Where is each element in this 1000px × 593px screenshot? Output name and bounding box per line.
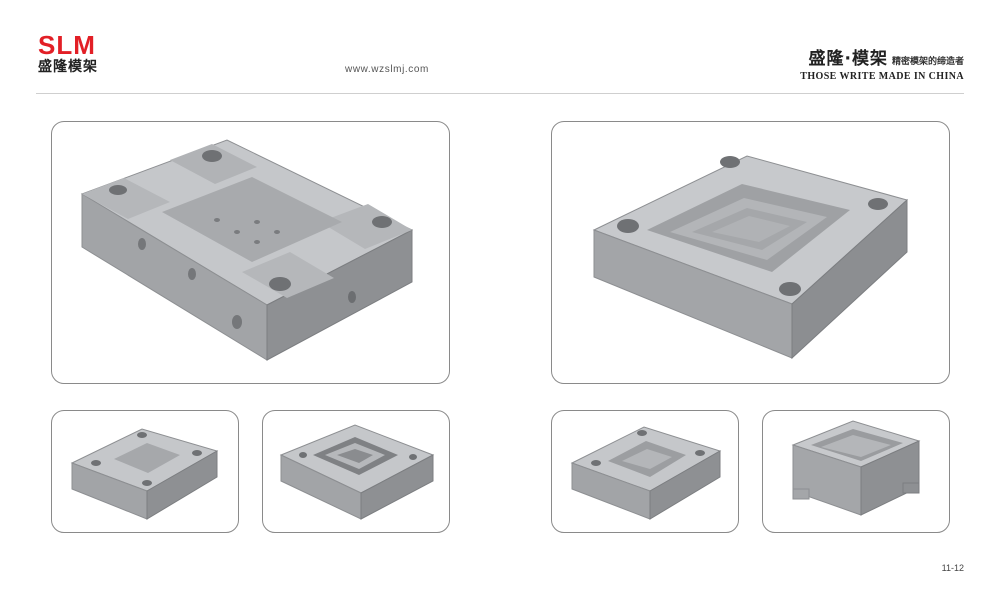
slm-logo: SLM 盛隆模架 [38,30,108,75]
brand-tagline: 盛隆·模架精密模架的缔造者 THOSE WRITE MADE IN CHINA [800,44,964,82]
image-frame-large-left [51,121,450,384]
header-divider [36,93,964,94]
slogan-cn: 精密模架的缔造者 [891,57,964,67]
mold-box-icon [791,420,921,516]
page-number: 11-12 [941,563,964,573]
image-frame-small-3 [551,410,739,533]
mold-plate-icon [80,139,414,361]
image-frame-small-4 [762,410,950,533]
image-frame-small-1 [51,410,239,533]
image-frame-small-2 [262,410,450,533]
mold-plate-icon [279,424,435,520]
mold-plate-icon [70,428,219,520]
logo-text: SLM [38,30,96,60]
slogan-en: THOSE WRITE MADE IN CHINA [800,71,964,82]
mold-cavity-icon [592,155,909,360]
logo-chinese-text: 盛隆模架 [38,59,98,75]
mold-plate-icon [570,426,722,520]
website-url[interactable]: www.wzslmj.com [345,64,429,75]
brand-name-cn: 盛隆·模架 [808,49,888,69]
image-frame-large-right [551,121,950,384]
